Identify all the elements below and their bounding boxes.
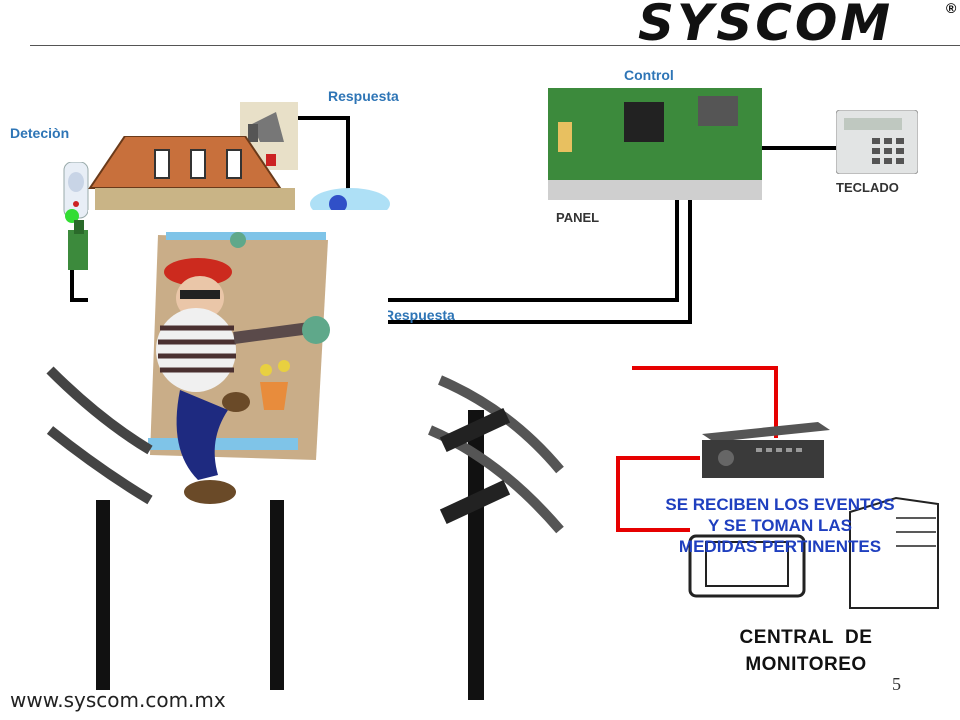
red-line-top xyxy=(632,366,778,438)
central-title: CENTRAL DE MONITOREO xyxy=(706,624,906,678)
panel-label: PANEL xyxy=(556,210,600,225)
siren-icon xyxy=(240,102,298,170)
computer-tower-icon xyxy=(849,496,939,609)
central-title-line-1: CENTRAL DE xyxy=(739,627,873,648)
header-rule xyxy=(30,45,960,46)
utility-pole-icon xyxy=(46,366,153,690)
page-number: 5 xyxy=(892,674,901,694)
siren-wire xyxy=(296,116,350,210)
keypad-label: TECLADO xyxy=(836,180,899,195)
motion-sensor-icon xyxy=(63,162,89,219)
response-top-label: Respuesta xyxy=(328,88,399,104)
alarm-panel-icon xyxy=(548,88,762,200)
central-title-line-2: MONITOREO xyxy=(745,654,867,675)
registered-mark: ® xyxy=(946,0,957,16)
keypad-icon xyxy=(836,110,918,174)
control-label: Control xyxy=(624,67,674,83)
red-line-bottom xyxy=(616,456,700,532)
utility-pole-icon xyxy=(270,500,284,690)
dvr-icon xyxy=(702,422,830,478)
burglar-illustration xyxy=(88,210,388,528)
utility-poles xyxy=(46,366,564,700)
syscom-logo: SYSCOM xyxy=(638,0,894,52)
message-line-3: MEDIDAS PERTINENTES xyxy=(678,537,882,556)
monitor-icon xyxy=(688,534,806,598)
message-line-2: Y SE TOMAN LAS xyxy=(708,516,852,535)
response-bottom-label: Respuesta xyxy=(384,307,455,323)
central-message: SE RECIBEN LOS EVENTOS Y SE TOMAN LAS ME… xyxy=(620,494,940,557)
detection-label: Deteciòn xyxy=(10,125,70,141)
website-link[interactable]: www.syscom.com.mx xyxy=(10,688,226,712)
utility-pole-icon xyxy=(428,375,564,700)
message-line-1: SE RECIBEN LOS EVENTOS xyxy=(665,495,895,514)
